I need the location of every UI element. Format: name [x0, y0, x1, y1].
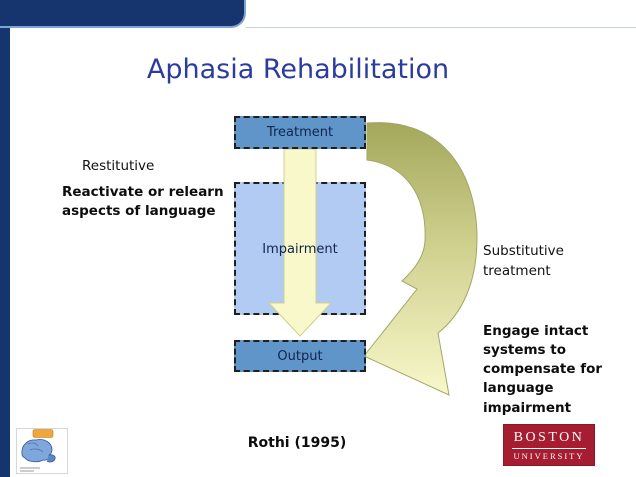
restitutive-description: Reactivate or relearn aspects of languag… — [62, 184, 224, 220]
treatment-box: Treatment — [234, 116, 366, 149]
bu-logo-boston: BOSTON — [513, 430, 585, 445]
substitutive-description: Engage intact systems to compensate for … — [483, 323, 603, 416]
impairment-label: Impairment — [262, 242, 338, 257]
slide-title: Aphasia Rehabilitation — [146, 54, 450, 85]
template-top-rule — [246, 27, 636, 28]
citation: Rothi (1995) — [247, 435, 347, 451]
substitutive-arrow-icon — [363, 122, 478, 396]
boston-university-logo: BOSTON UNIVERSITY — [503, 424, 595, 466]
brain-image-icon — [16, 428, 68, 474]
brain-illustration-image — [16, 428, 68, 474]
substitutive-label: Substitutive treatment — [483, 243, 564, 279]
restitutive-label: Restitutive — [82, 158, 155, 174]
template-left-strip — [0, 0, 10, 477]
output-label: Output — [277, 348, 323, 364]
template-top-bar — [0, 0, 246, 28]
bu-logo-university: UNIVERSITY — [513, 451, 585, 461]
bu-logo-divider — [512, 448, 586, 449]
output-box: Output — [234, 340, 366, 372]
treatment-label: Treatment — [266, 125, 334, 140]
